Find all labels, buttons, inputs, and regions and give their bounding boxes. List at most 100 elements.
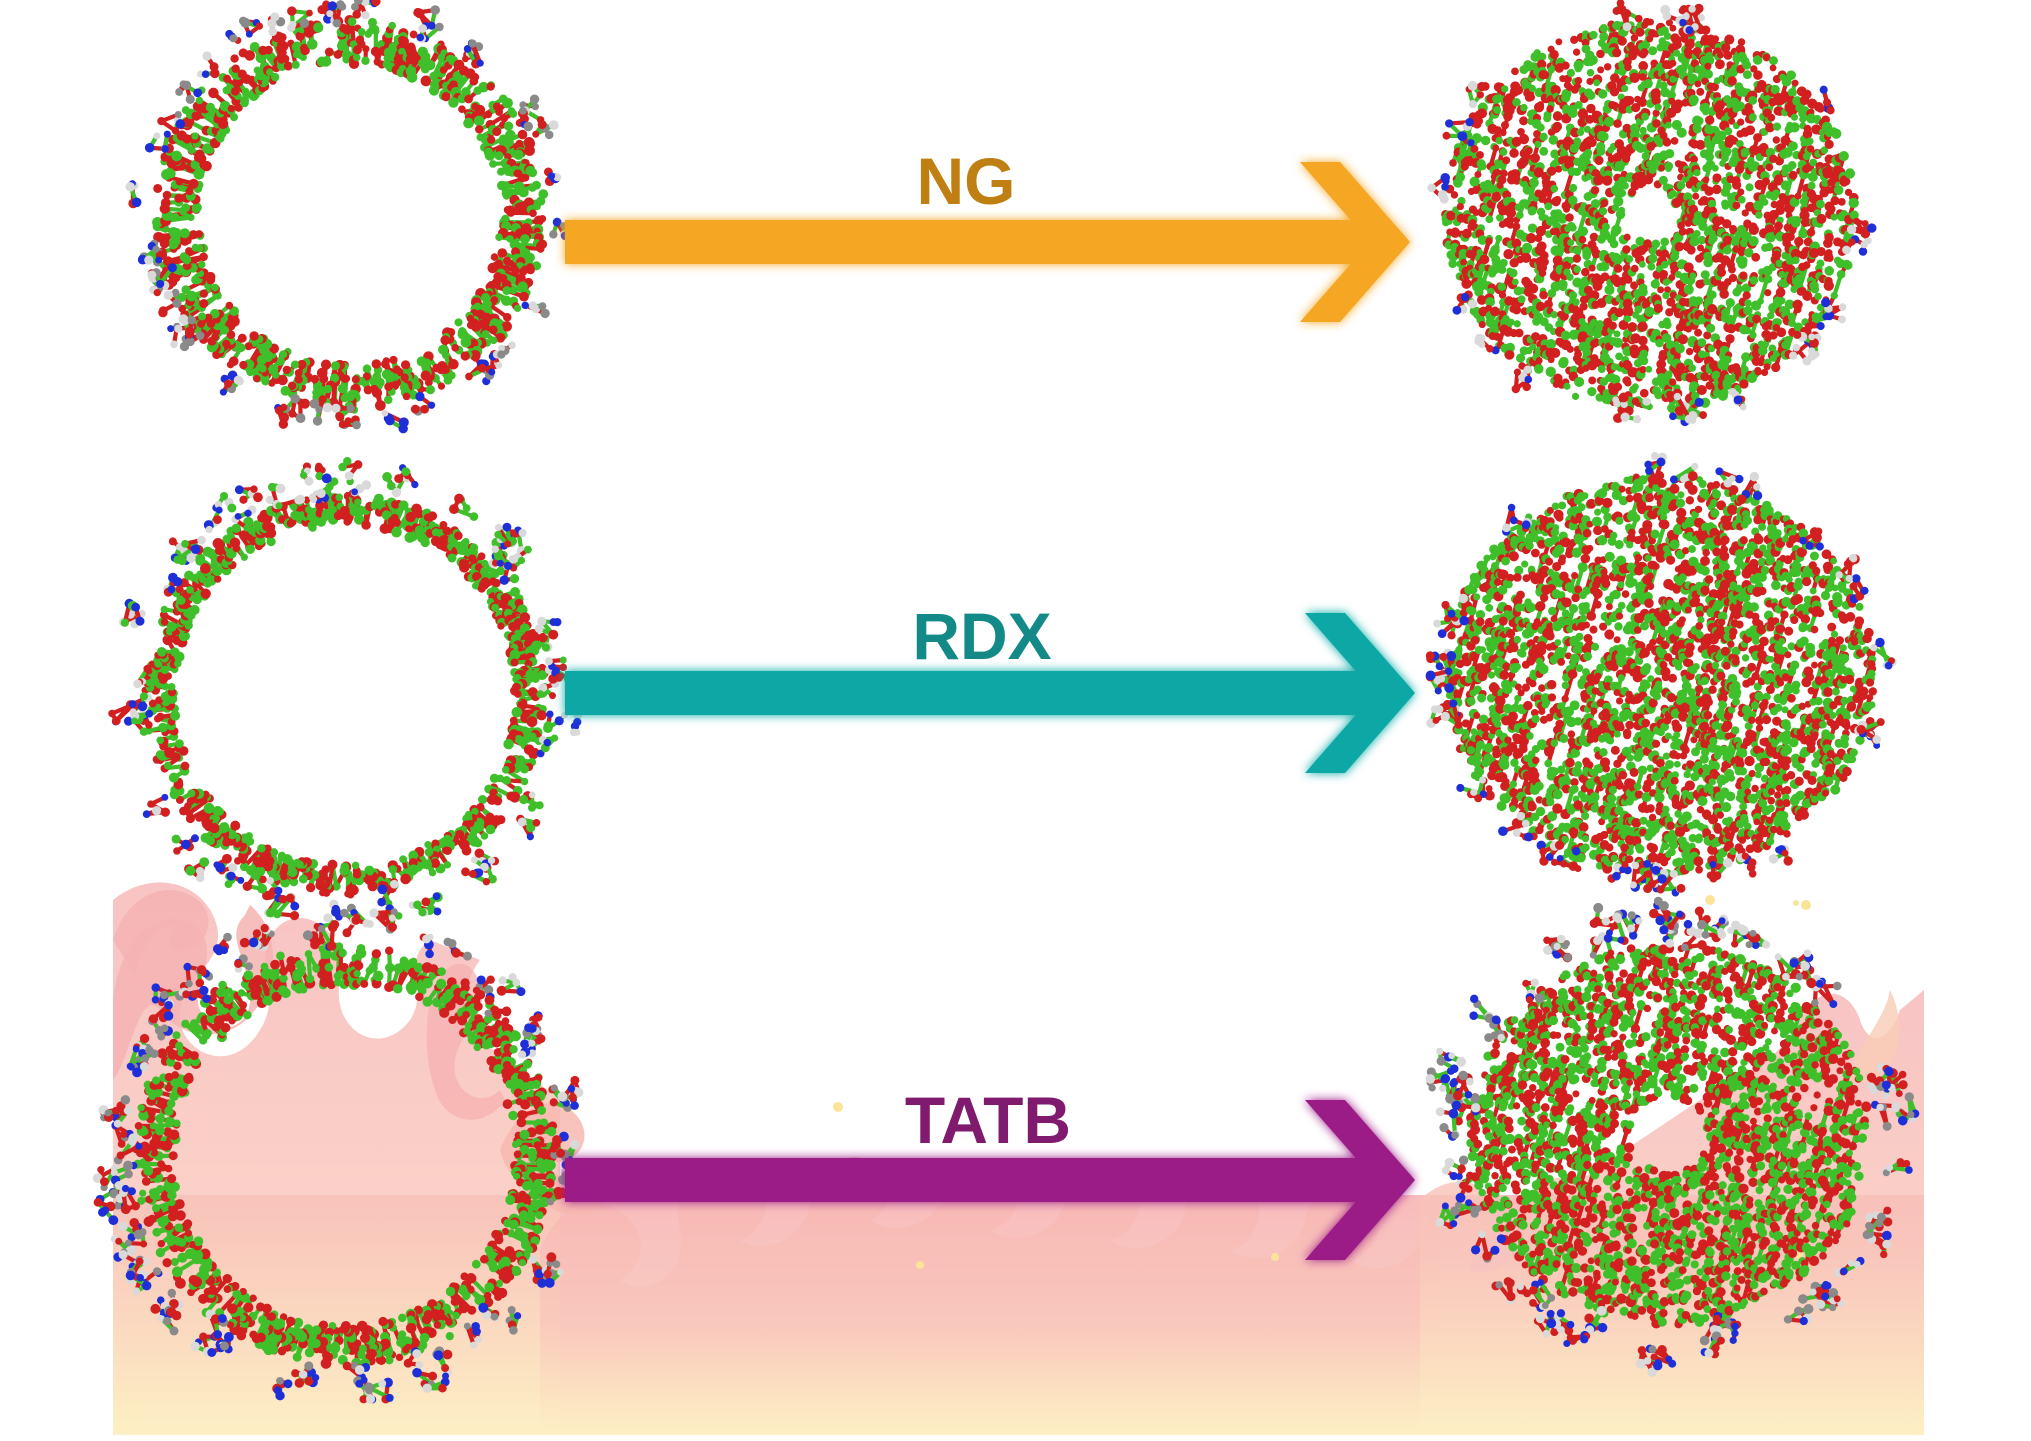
- atom: [1654, 390, 1663, 400]
- atom: [502, 286, 512, 296]
- atom: [1744, 299, 1752, 307]
- atom: [1683, 284, 1694, 295]
- atom: [424, 59, 436, 71]
- atom: [1539, 290, 1548, 300]
- atom: [255, 22, 264, 30]
- atom: [261, 373, 270, 383]
- atom: [313, 22, 324, 33]
- atom: [1662, 291, 1670, 300]
- atom: [1763, 363, 1771, 371]
- atom: [264, 45, 273, 55]
- atom: [384, 382, 393, 391]
- atom: [191, 202, 202, 213]
- atom: [1559, 356, 1569, 367]
- atom: [1609, 239, 1619, 249]
- atom: [1613, 196, 1624, 207]
- atom: [1725, 298, 1735, 308]
- atom: [290, 360, 300, 369]
- atom: [1477, 108, 1488, 118]
- atom: [165, 167, 176, 178]
- atom: [174, 193, 184, 203]
- atom: [1479, 254, 1490, 265]
- atom: [131, 197, 142, 208]
- atom: [253, 374, 261, 383]
- atom: [1622, 154, 1631, 163]
- atom: [156, 279, 165, 288]
- atom: [1725, 334, 1735, 344]
- atom: [1794, 306, 1802, 314]
- atom: [1748, 113, 1757, 122]
- atom: [1656, 139, 1664, 148]
- atom: [1712, 173, 1722, 183]
- atom: [1456, 202, 1464, 211]
- atom: [500, 114, 509, 123]
- atom: [393, 365, 401, 373]
- atom: [495, 108, 504, 116]
- atom: [1816, 213, 1827, 224]
- atom: [1497, 265, 1507, 274]
- atom: [227, 104, 236, 113]
- atom: [1535, 357, 1543, 364]
- atom: [211, 283, 219, 292]
- atom: [294, 369, 303, 377]
- atom: [1573, 265, 1581, 274]
- atom: [203, 313, 213, 323]
- atom: [448, 359, 459, 370]
- atom: [297, 359, 307, 370]
- atom: [1599, 24, 1608, 33]
- atom: [1737, 259, 1748, 269]
- atom: [342, 24, 353, 35]
- atom: [1823, 238, 1833, 248]
- atom: [352, 53, 361, 62]
- atom: [186, 290, 197, 302]
- atom: [198, 312, 207, 321]
- atom: [1631, 383, 1639, 391]
- atom: [362, 45, 370, 53]
- atom: [147, 270, 157, 280]
- atom: [443, 375, 453, 385]
- atom: [1669, 378, 1677, 386]
- atom: [1597, 364, 1606, 374]
- atom: [1662, 137, 1672, 147]
- atom: [1511, 67, 1519, 76]
- atom: [1648, 46, 1658, 56]
- atom: [1618, 189, 1627, 198]
- atom: [521, 174, 530, 182]
- atom: [1596, 146, 1606, 156]
- atom: [388, 21, 397, 30]
- atom: [202, 143, 213, 154]
- atom: [1555, 38, 1563, 46]
- atom: [230, 86, 240, 96]
- atom: [1613, 119, 1622, 128]
- atom: [1639, 388, 1649, 398]
- atom: [1640, 48, 1649, 57]
- atom: [1492, 144, 1500, 152]
- atom: [1652, 119, 1661, 128]
- atom: [256, 354, 267, 366]
- atom: [144, 142, 155, 153]
- atom: [1550, 184, 1559, 193]
- atom: [197, 319, 206, 328]
- atom: [1588, 376, 1597, 385]
- atom: [1700, 270, 1710, 280]
- atom: [175, 88, 184, 96]
- atom: [1538, 52, 1547, 61]
- atom: [484, 150, 496, 161]
- atom: [1517, 295, 1526, 304]
- atom: [160, 197, 171, 208]
- atom: [168, 226, 179, 237]
- atom: [402, 392, 411, 401]
- atom: [153, 183, 163, 194]
- atom: [278, 41, 289, 52]
- atom: [249, 42, 260, 53]
- atom: [188, 230, 198, 240]
- atom: [1588, 55, 1598, 65]
- atom: [244, 342, 253, 351]
- atom: [226, 330, 236, 340]
- atom: [335, 0, 345, 9]
- atom: [1455, 172, 1466, 182]
- molecule-layer: [92, 0, 1920, 1404]
- atom: [193, 88, 203, 98]
- atom: [1597, 89, 1608, 99]
- atom: [181, 318, 189, 326]
